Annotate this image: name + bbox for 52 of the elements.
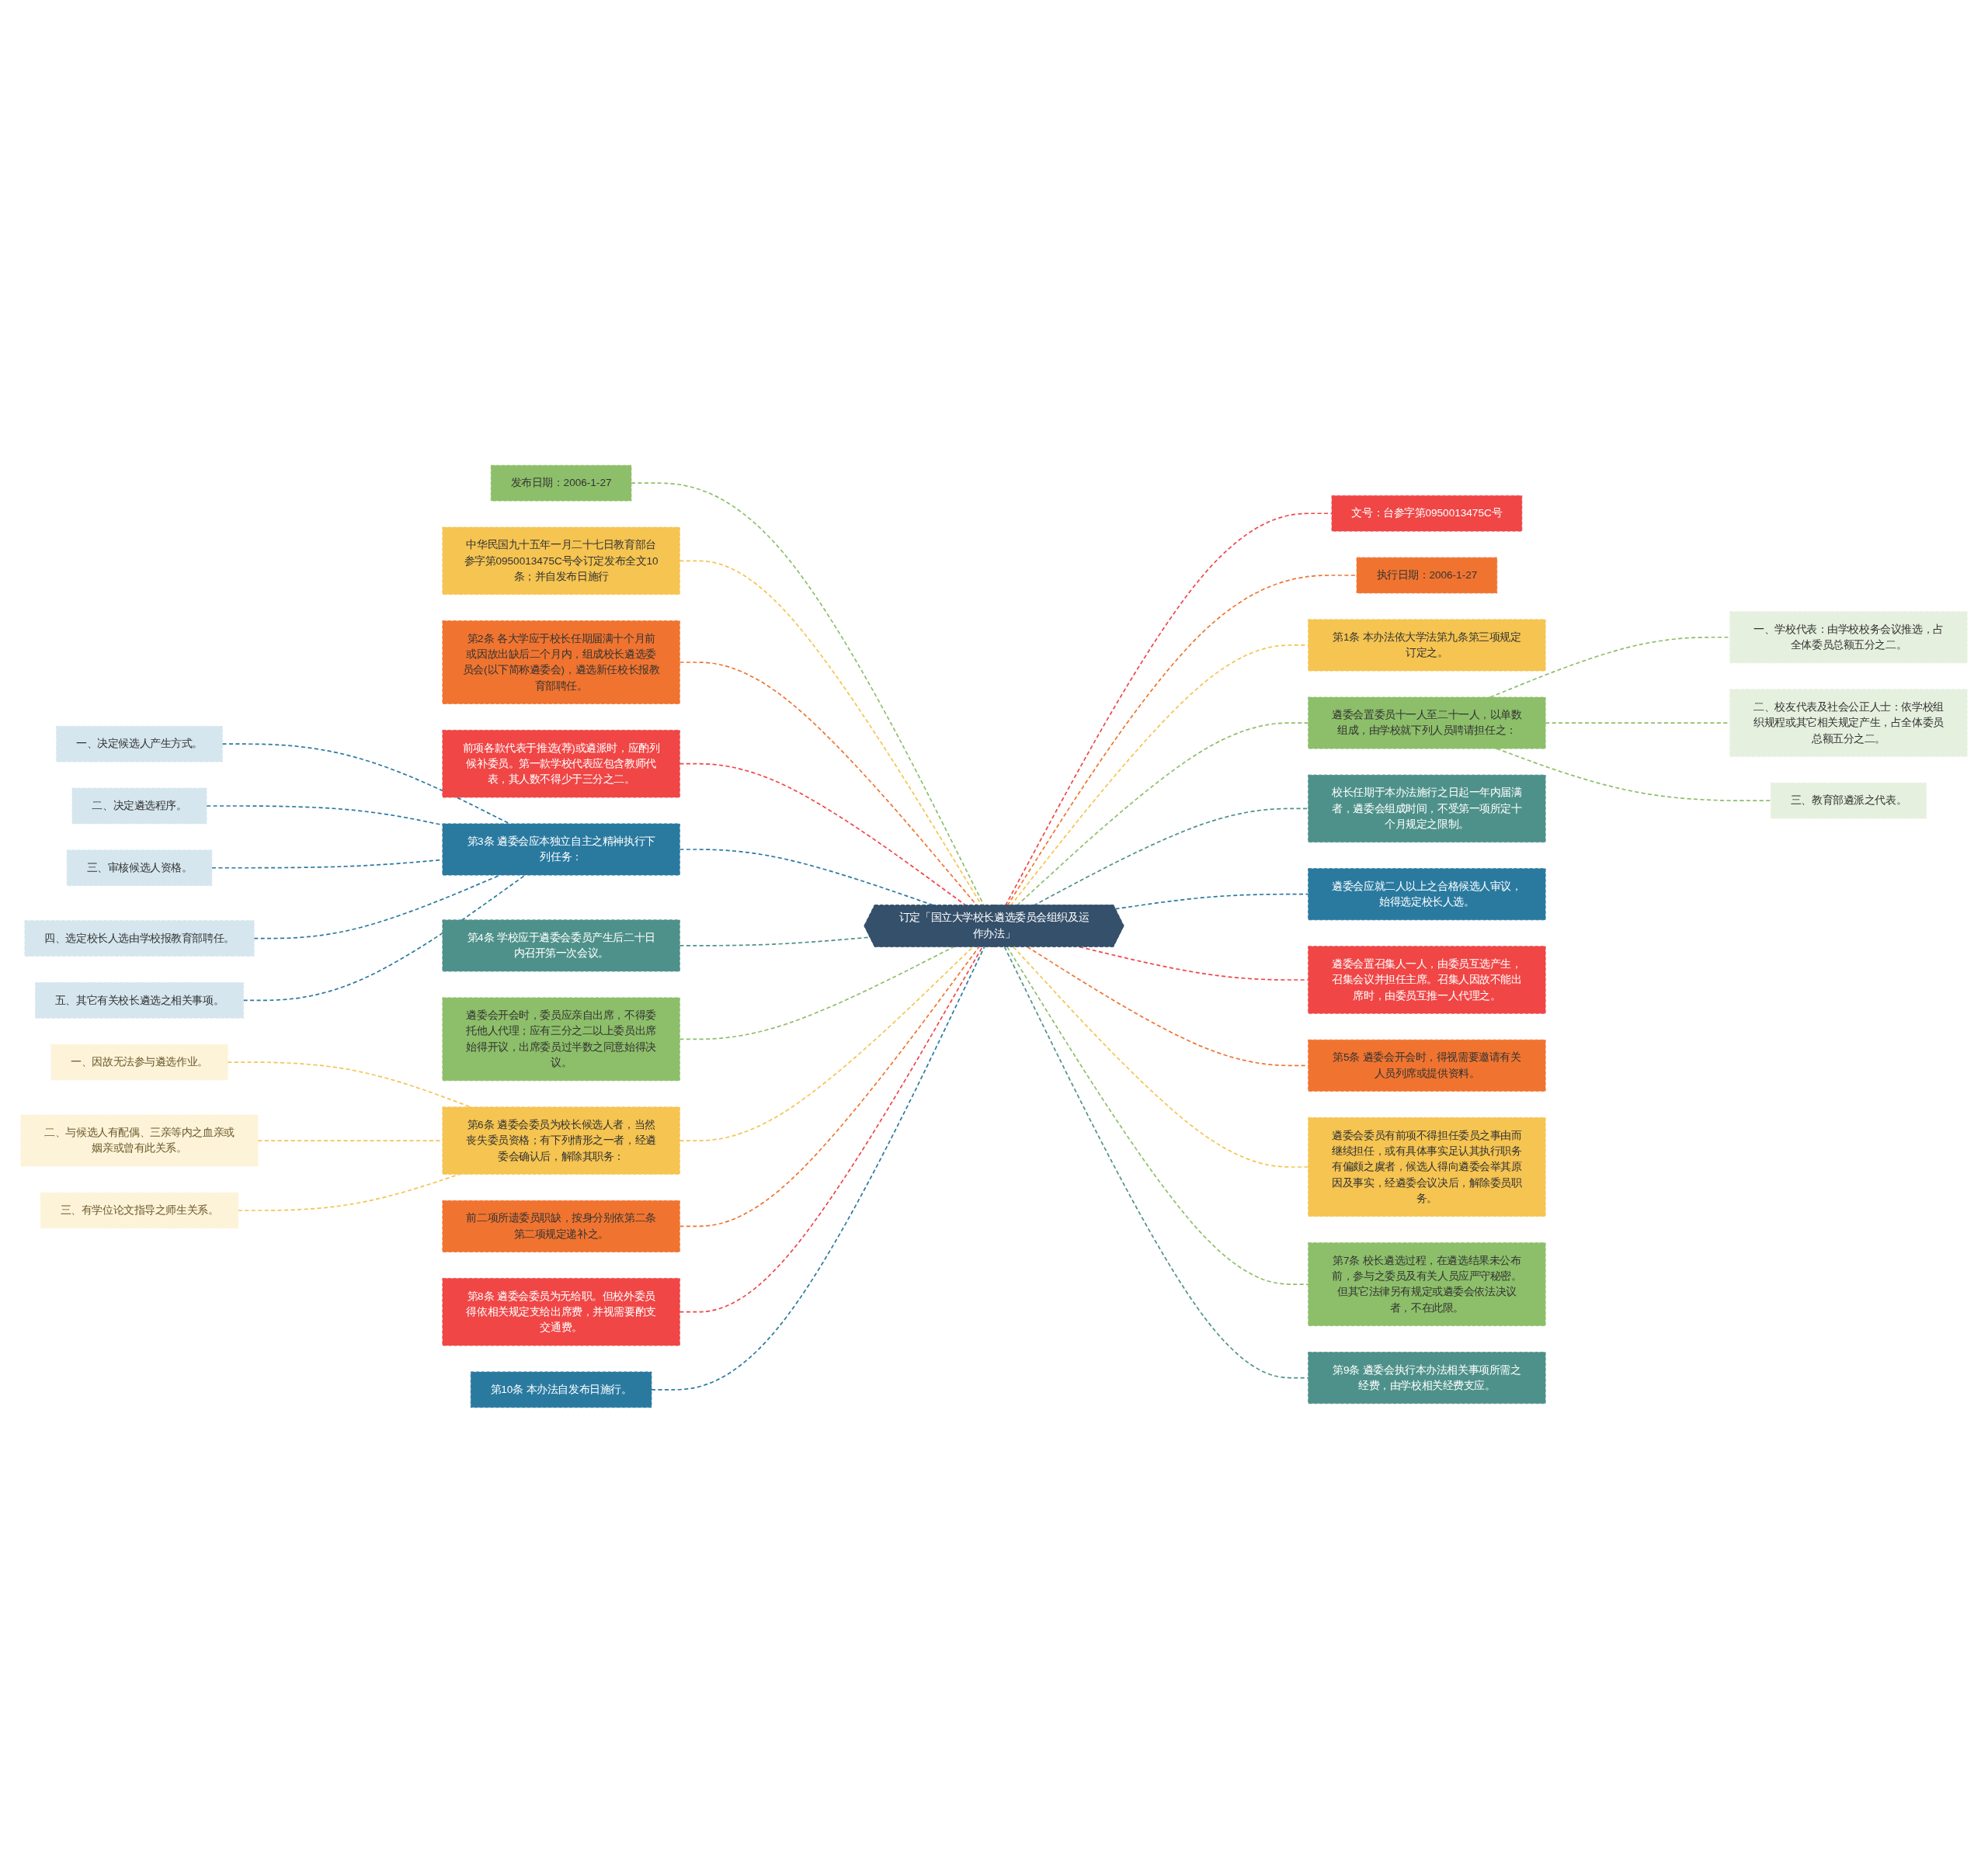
connector [679, 762, 967, 906]
node-box [56, 725, 223, 762]
node-box [442, 526, 680, 595]
connector [1016, 721, 1309, 906]
connector [1003, 946, 1309, 1378]
connector [679, 559, 982, 906]
connector [679, 946, 983, 1313]
node-box [442, 1277, 680, 1346]
connector [679, 946, 974, 1141]
node-box [50, 1044, 228, 1080]
node-box [1331, 495, 1523, 532]
connector [1006, 946, 1309, 1285]
node-box [1308, 774, 1546, 842]
connector [651, 946, 985, 1391]
node-box [1729, 688, 1968, 757]
connector [1010, 644, 1309, 906]
node-box [442, 997, 680, 1081]
node-box [1308, 1117, 1546, 1217]
connector [242, 873, 527, 1001]
node-box [1308, 867, 1546, 920]
connector [1033, 807, 1309, 906]
node-box [442, 822, 680, 875]
node-box [1308, 1242, 1546, 1326]
connector [1006, 574, 1357, 906]
node-box [442, 919, 680, 971]
node-box [1729, 610, 1968, 663]
node-box [71, 787, 207, 824]
connector [1114, 893, 1309, 909]
node-box [40, 1192, 239, 1228]
node-box [1770, 782, 1927, 819]
node-box [66, 849, 213, 886]
node-box [1308, 1039, 1546, 1092]
connector [679, 946, 954, 1040]
connector [237, 1173, 461, 1211]
connector [631, 481, 985, 906]
node-box [1308, 618, 1546, 671]
node-box [442, 1106, 680, 1175]
node-box [490, 464, 632, 502]
node-box [24, 919, 255, 957]
connector [1496, 747, 1772, 801]
node-box [442, 1200, 680, 1252]
node-box [442, 729, 680, 797]
node-box [35, 981, 245, 1019]
connector [679, 946, 980, 1227]
node-box [1308, 945, 1546, 1014]
node-box [1308, 696, 1546, 749]
node-box [20, 1114, 259, 1167]
node-box [442, 620, 680, 704]
node-box [470, 1370, 652, 1408]
connector [1013, 946, 1309, 1168]
node-box [1308, 1351, 1546, 1404]
node-box [1356, 557, 1498, 593]
